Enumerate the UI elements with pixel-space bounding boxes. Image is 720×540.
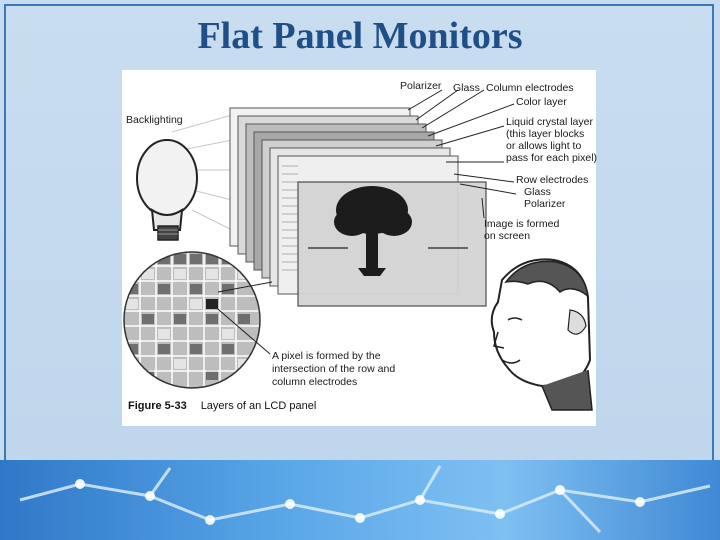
label-pixel-note-3: column electrodes bbox=[272, 376, 358, 388]
lcd-layers bbox=[229, 107, 487, 307]
pixel-grid-magnifier bbox=[123, 251, 273, 389]
label-image-formed-1: Image is formed bbox=[484, 218, 560, 230]
label-column-electrodes: Column electrodes bbox=[486, 82, 574, 94]
figure-number: Figure 5-33 bbox=[128, 400, 187, 412]
lightbulb-icon bbox=[136, 139, 198, 241]
label-image-formed-2: on screen bbox=[484, 230, 531, 242]
tree-image bbox=[334, 186, 412, 276]
figure-caption-text: Layers of an LCD panel bbox=[200, 400, 317, 412]
label-polarizer-bottom: Polarizer bbox=[524, 198, 566, 210]
lcd-layers-illustration bbox=[123, 89, 593, 411]
label-pixel-note-1: A pixel is formed by the bbox=[272, 350, 381, 362]
label-pixel-note-2: intersection of the row and bbox=[272, 363, 396, 375]
lcd-layers-figure: Polarizer Glass Column electrodes Color … bbox=[122, 70, 598, 426]
label-arrows bbox=[407, 89, 517, 219]
label-backlighting: Backlighting bbox=[126, 114, 183, 126]
label-liquid-crystal-1: Liquid crystal layer bbox=[506, 116, 593, 128]
label-liquid-crystal-3: or allows light to bbox=[506, 140, 582, 152]
molecular-network-decoration bbox=[19, 465, 711, 534]
label-color-layer: Color layer bbox=[516, 96, 567, 108]
light-rays bbox=[171, 114, 233, 231]
label-row-electrodes: Row electrodes bbox=[516, 174, 589, 186]
decorative-footer-band bbox=[0, 460, 720, 540]
viewer-face-illustration bbox=[490, 258, 593, 411]
label-glass-top: Glass bbox=[453, 82, 480, 94]
label-glass-bottom: Glass bbox=[524, 186, 551, 198]
label-liquid-crystal-4: pass for each pixel) bbox=[506, 152, 598, 164]
label-polarizer-top: Polarizer bbox=[400, 80, 442, 92]
figure-caption: Figure 5-33 Layers of an LCD panel bbox=[128, 400, 316, 412]
slide-title: Flat Panel Monitors bbox=[197, 15, 523, 57]
label-liquid-crystal-2: (this layer blocks bbox=[506, 128, 585, 140]
